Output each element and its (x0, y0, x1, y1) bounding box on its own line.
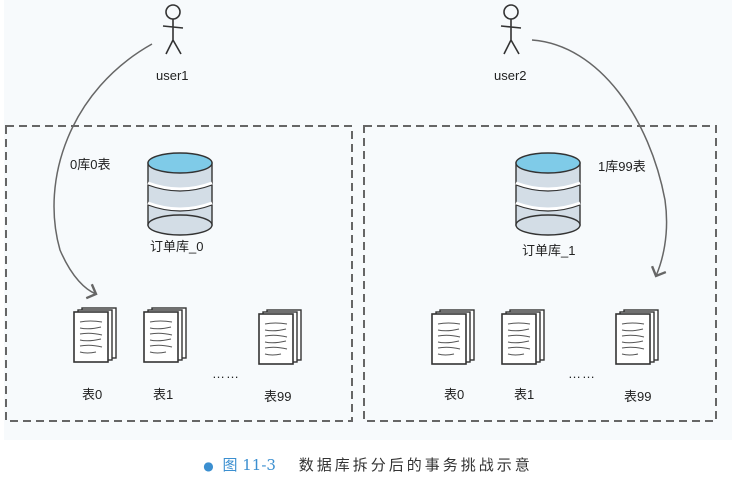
table-label-1-1: 表1 (514, 387, 535, 402)
table-doc-1-0-icon (431, 309, 475, 365)
table-doc-0-1-icon (143, 307, 187, 363)
database-label-0: 订单库_0 (150, 239, 204, 254)
table-ellipsis-1: …… (568, 366, 596, 381)
table-label-1-0: 表0 (444, 387, 465, 402)
shard-box-0 (5, 125, 353, 422)
table-doc-1-1-icon (501, 309, 545, 365)
figure-caption: ● 图 11-3 数据库拆分后的事务挑战示意 (0, 454, 736, 475)
route-arrow-0 (53, 43, 153, 300)
database-1-icon (514, 151, 582, 237)
table-doc-0-2-icon (258, 309, 302, 365)
route-arrow-1 (531, 39, 668, 278)
table-label-0-2: 表99 (264, 389, 292, 404)
table-doc-0-0-icon (73, 307, 117, 363)
diagram-background (4, 0, 732, 440)
user1-label: user1 (156, 68, 189, 83)
database-0-icon (146, 151, 214, 237)
route-label-1: 1库99表 (598, 159, 646, 174)
table-label-1-2: 表99 (624, 389, 652, 404)
shard-box-1 (363, 125, 717, 422)
table-label-0-0: 表0 (82, 387, 103, 402)
table-label-0-1: 表1 (153, 387, 174, 402)
route-label-0: 0库0表 (70, 157, 111, 172)
database-label-1: 订单库_1 (522, 243, 576, 258)
figure-title: 数据库拆分后的事务挑战示意 (298, 456, 533, 474)
table-ellipsis-0: …… (212, 366, 240, 381)
figure-number: 图 11-3 (222, 456, 276, 474)
user2-label: user2 (494, 68, 527, 83)
table-doc-1-2-icon (615, 309, 659, 365)
caption-bullet: ● (203, 459, 214, 473)
